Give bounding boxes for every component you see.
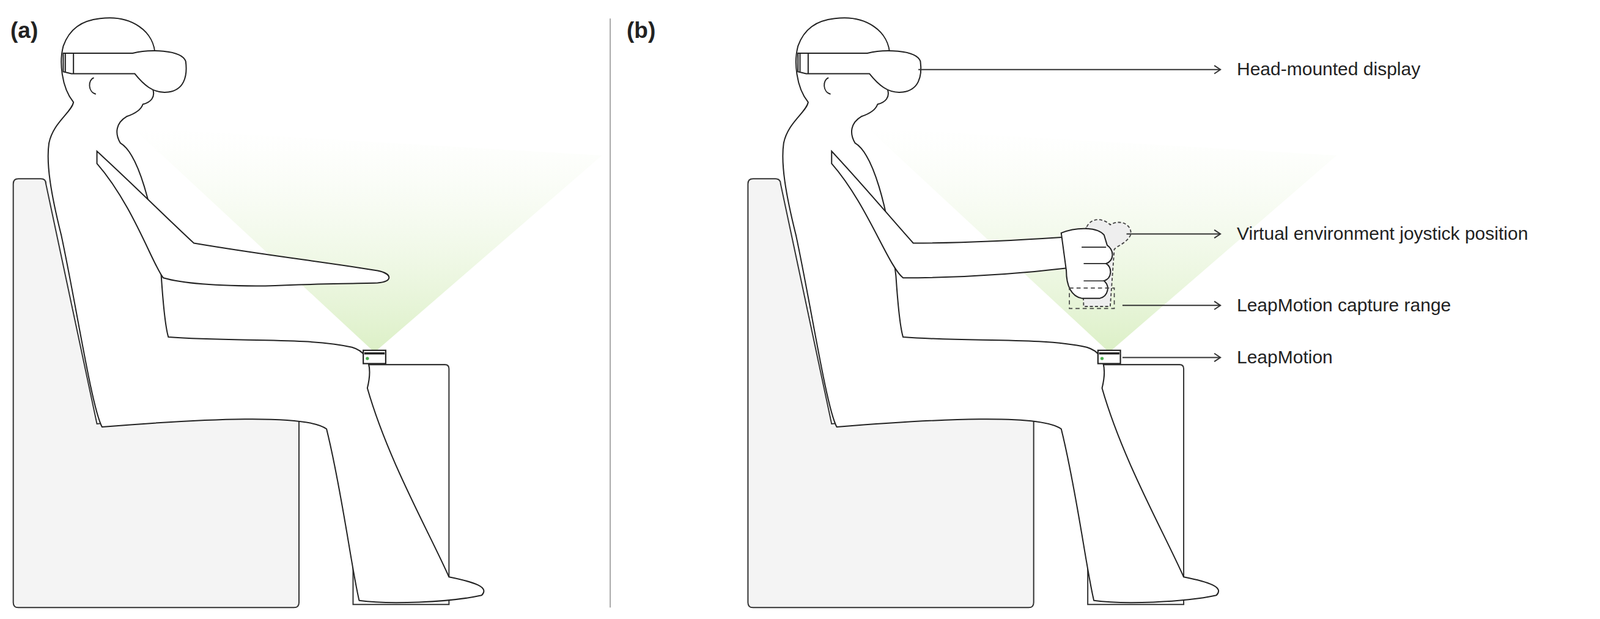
leader-lines — [918, 65, 1221, 362]
bent-arm — [831, 151, 1072, 278]
callout-label: LeapMotion capture range — [1236, 294, 1451, 317]
panel-a-figure — [13, 17, 603, 608]
panel-label: (a) — [10, 17, 38, 45]
callout-label: Virtual environment joystick position — [1236, 223, 1528, 245]
panel-divider — [609, 18, 611, 608]
capture-range-marker — [1069, 287, 1114, 309]
seated-user — [13, 17, 603, 608]
panel-label: (b) — [626, 17, 656, 45]
extended-arm — [97, 151, 390, 286]
callout-label: Head-mounted display — [1236, 58, 1421, 81]
callout-label: LeapMotion — [1236, 346, 1333, 369]
